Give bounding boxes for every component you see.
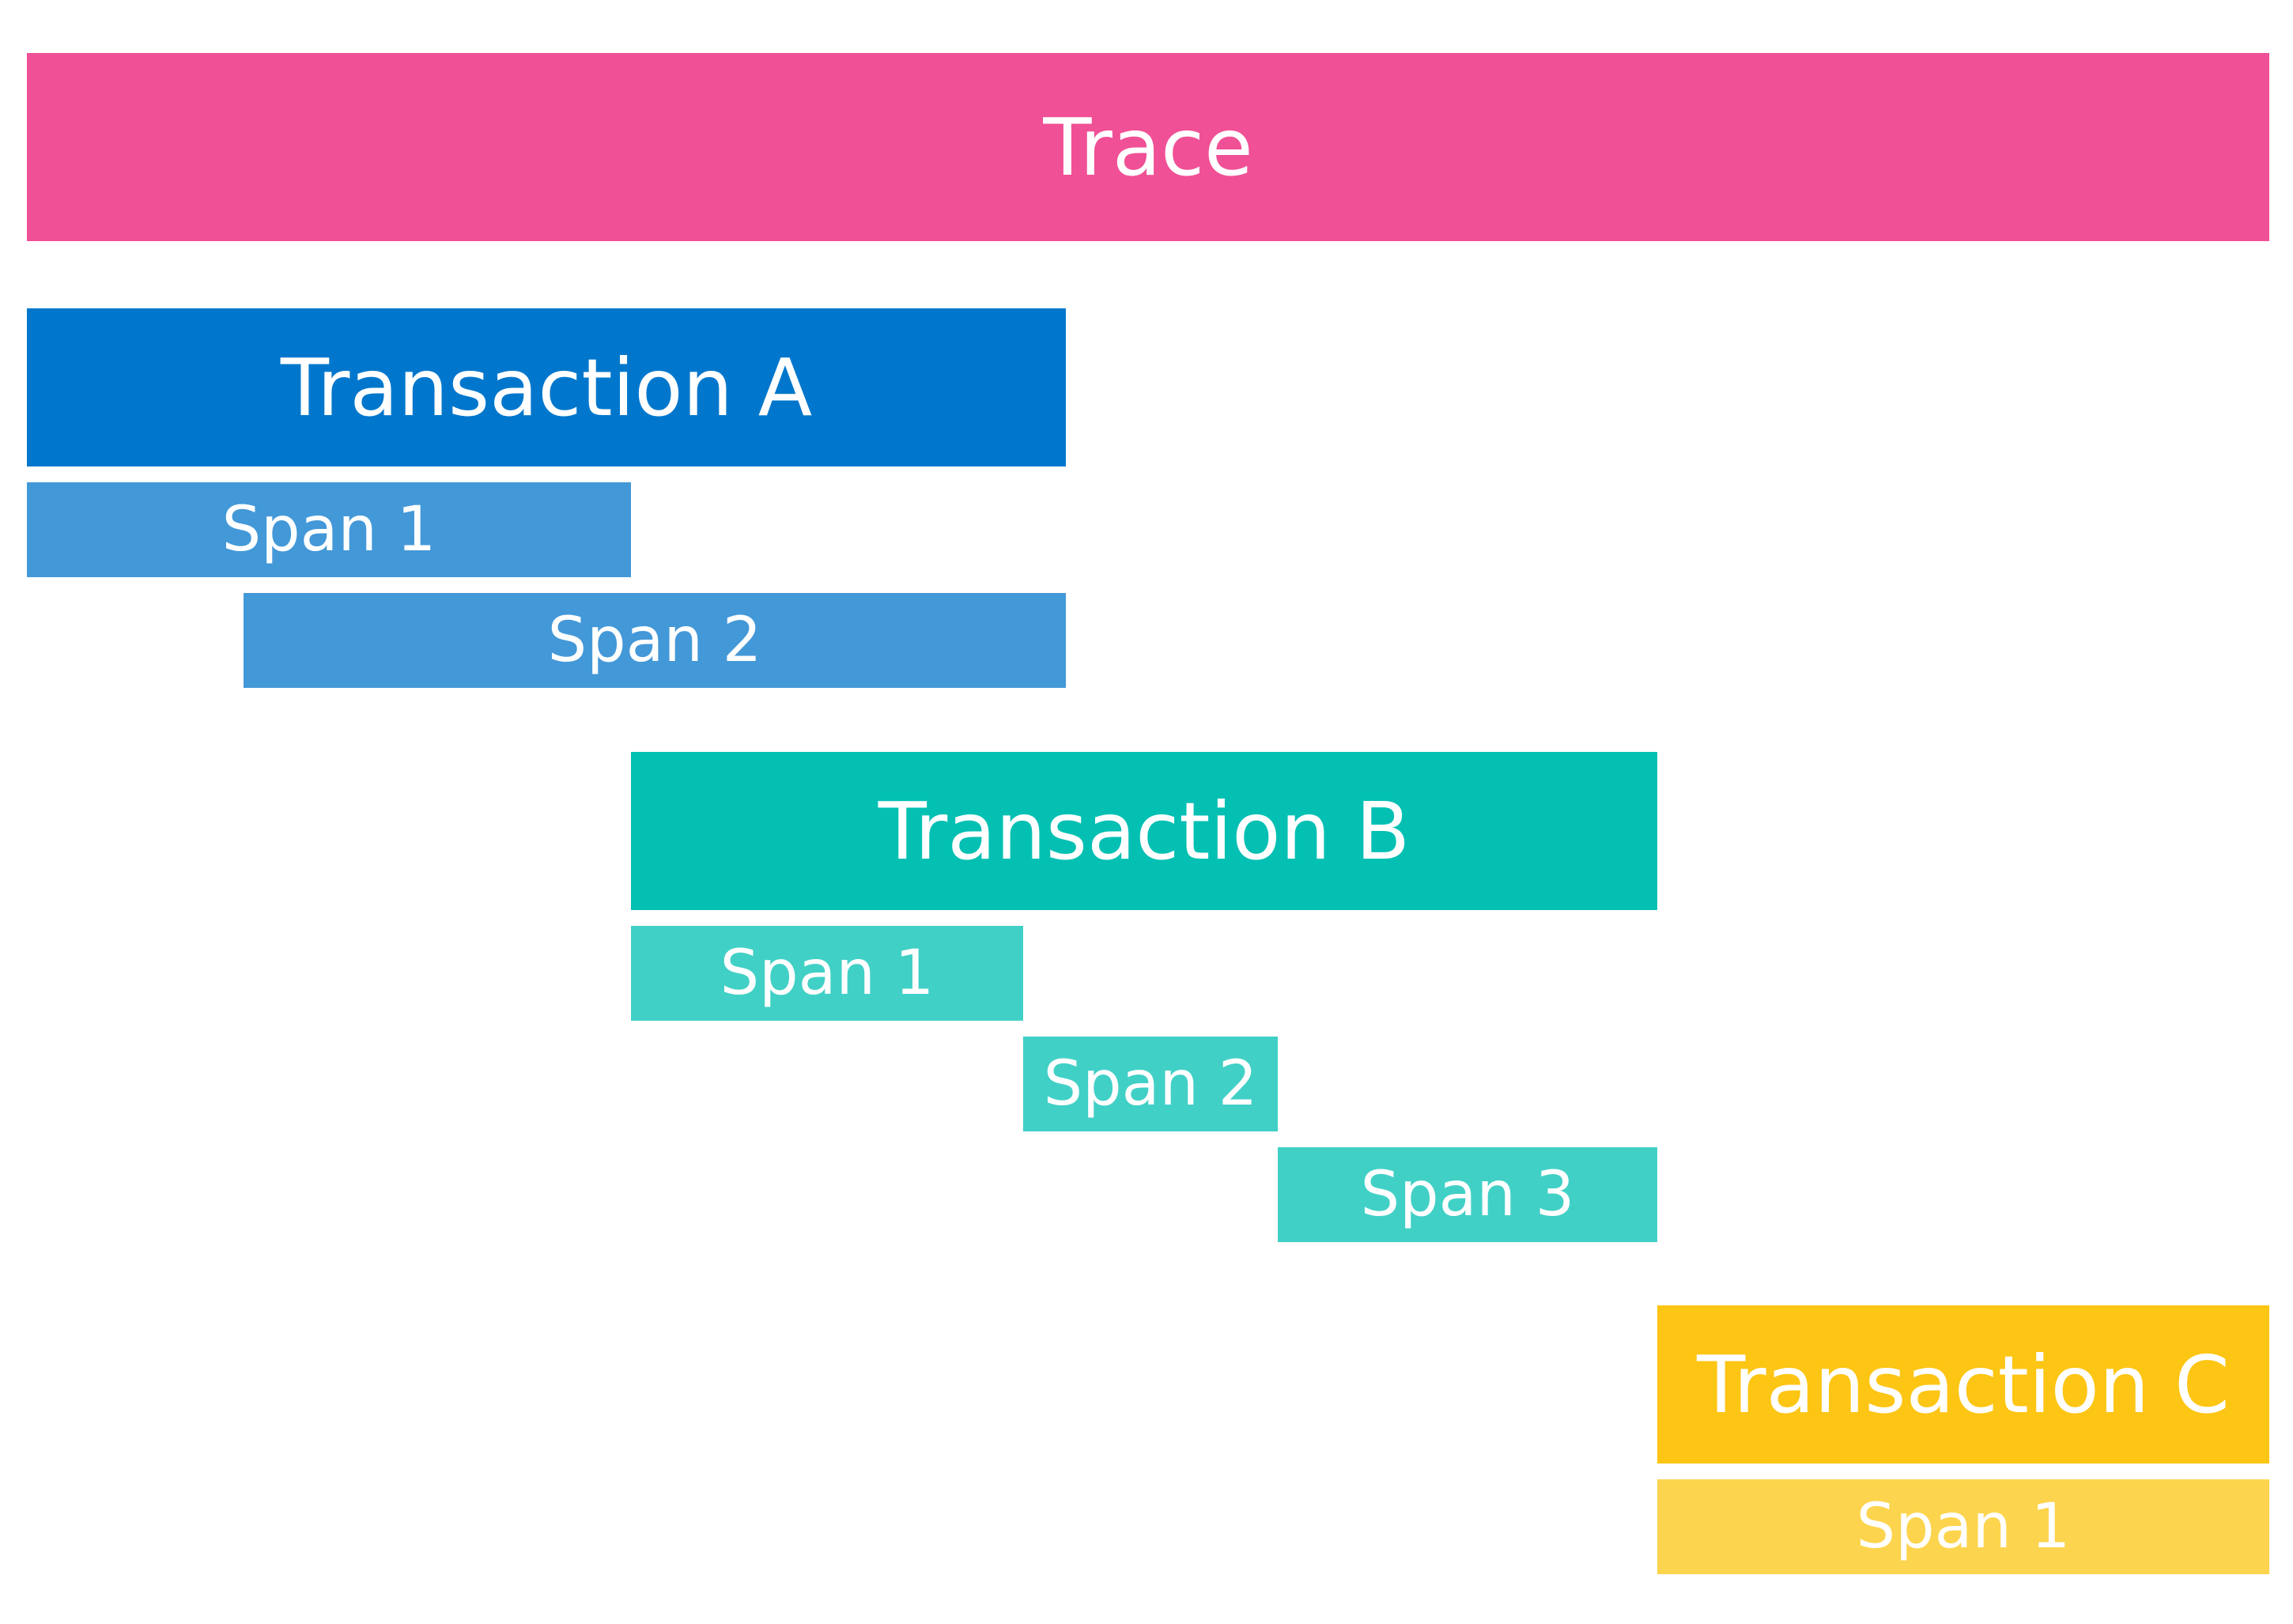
transaction-a-span-2-bar: Span 2 <box>244 593 1066 688</box>
trace-bar: Trace <box>27 53 2269 241</box>
transaction-a-bar: Transaction A <box>27 308 1066 466</box>
transaction-a-span-1-label: Span 1 <box>221 494 436 565</box>
transaction-a-label: Transaction A <box>280 341 813 434</box>
transaction-b-span-1-label: Span 1 <box>720 938 935 1009</box>
transaction-c-label: Transaction C <box>1697 1338 2230 1431</box>
transaction-c-span-1-label: Span 1 <box>1856 1491 2071 1562</box>
transaction-a-span-1-bar: Span 1 <box>27 482 631 577</box>
transaction-a-span-2-label: Span 2 <box>547 605 762 676</box>
transaction-b-span-3-label: Span 3 <box>1360 1159 1575 1230</box>
transaction-c-span-1-bar: Span 1 <box>1657 1479 2269 1574</box>
trace-label: Trace <box>1043 100 1253 194</box>
transaction-b-span-1-bar: Span 1 <box>631 926 1023 1021</box>
transaction-b-span-2-bar: Span 2 <box>1023 1037 1278 1131</box>
transaction-c-bar: Transaction C <box>1657 1305 2269 1463</box>
transaction-b-bar: Transaction B <box>631 752 1657 910</box>
transaction-b-span-3-bar: Span 3 <box>1278 1147 1657 1242</box>
transaction-b-label: Transaction B <box>878 784 1411 878</box>
transaction-b-span-2-label: Span 2 <box>1043 1048 1258 1120</box>
